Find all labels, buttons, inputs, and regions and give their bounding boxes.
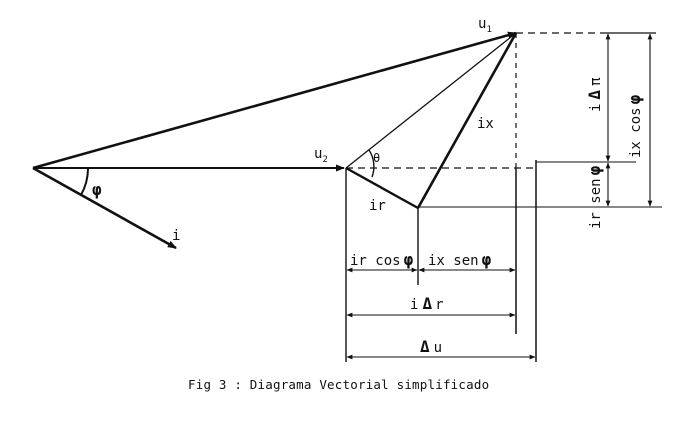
label-theta: θ (373, 151, 380, 165)
label-u1: u1 (478, 16, 492, 35)
label-i: i (172, 228, 180, 244)
label-phi: φ (92, 180, 102, 199)
figure-caption: Fig 3 : Diagrama Vectorial simplificado (188, 377, 489, 392)
vector-i (32, 166, 177, 250)
label-ix: ix (477, 116, 494, 132)
label-ir: ir (369, 198, 386, 214)
vector-ix (416, 32, 518, 209)
vector-u1 (32, 31, 517, 170)
vector-u2-to-u1 (345, 32, 517, 169)
label-ir-sen: ir senφ (585, 165, 604, 229)
phi-arc (80, 168, 89, 196)
label-i-delta-x: iΔπ (585, 77, 604, 112)
theta-arc (368, 149, 375, 178)
vector-ir (345, 166, 419, 210)
label-u2: u2 (314, 146, 328, 165)
label-ix-cos: ix cosφ (625, 94, 644, 158)
